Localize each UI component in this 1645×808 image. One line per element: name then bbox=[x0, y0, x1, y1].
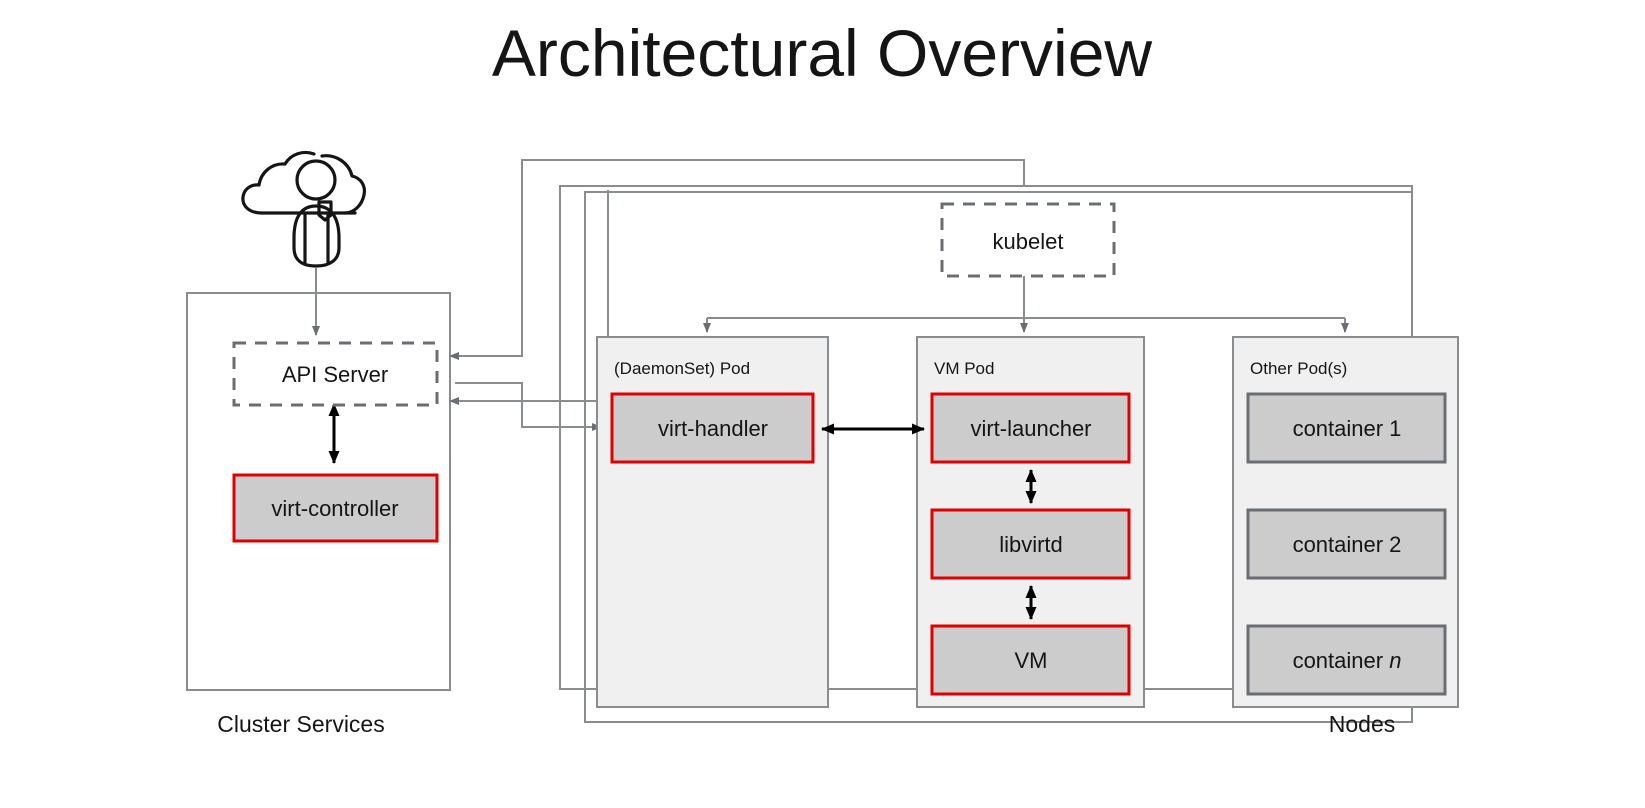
virt-handler-box[interactable] bbox=[610, 392, 815, 464]
virt-launcher-box[interactable] bbox=[930, 392, 1131, 464]
container-1-box[interactable] bbox=[1246, 392, 1447, 464]
kubelet-box[interactable] bbox=[940, 202, 1116, 278]
container-n-label: container n bbox=[1293, 648, 1402, 673]
page-title: Architectural Overview bbox=[492, 16, 1153, 90]
container-2-label: container 2 bbox=[1293, 532, 1402, 557]
kubelet-label: kubelet bbox=[993, 229, 1064, 254]
virt-controller-label: virt-controller bbox=[271, 496, 398, 521]
vm-box[interactable] bbox=[930, 624, 1131, 696]
container-n-suffix: n bbox=[1389, 648, 1401, 673]
connector-kubelet-to-api-server bbox=[449, 159, 1025, 360]
cluster-services-label: Cluster Services bbox=[217, 711, 384, 737]
connector-api-server-to-virt-handler bbox=[455, 382, 602, 431]
vm-label: VM bbox=[1015, 648, 1048, 673]
libvirtd-label: libvirtd bbox=[999, 532, 1063, 557]
vm-pod-title: VM Pod bbox=[934, 359, 994, 378]
cloud-user-icon bbox=[241, 150, 367, 268]
nodes-label: Nodes bbox=[1329, 711, 1395, 737]
libvirtd-box[interactable] bbox=[930, 508, 1131, 580]
virt-handler-label: virt-handler bbox=[658, 416, 768, 441]
virt-controller-box[interactable] bbox=[232, 473, 439, 543]
virt-launcher-label: virt-launcher bbox=[970, 416, 1091, 441]
cluster-services-box bbox=[186, 292, 451, 691]
api-server-label: API Server bbox=[282, 362, 388, 387]
container-2-box[interactable] bbox=[1246, 508, 1447, 580]
container-1-label: container 1 bbox=[1293, 416, 1402, 441]
other-pods-title: Other Pod(s) bbox=[1250, 359, 1347, 378]
api-server-box[interactable] bbox=[232, 341, 439, 407]
daemonset-pod-title: (DaemonSet) Pod bbox=[614, 359, 750, 378]
container-n-box[interactable] bbox=[1246, 624, 1447, 696]
container-n-prefix: container bbox=[1293, 648, 1390, 673]
